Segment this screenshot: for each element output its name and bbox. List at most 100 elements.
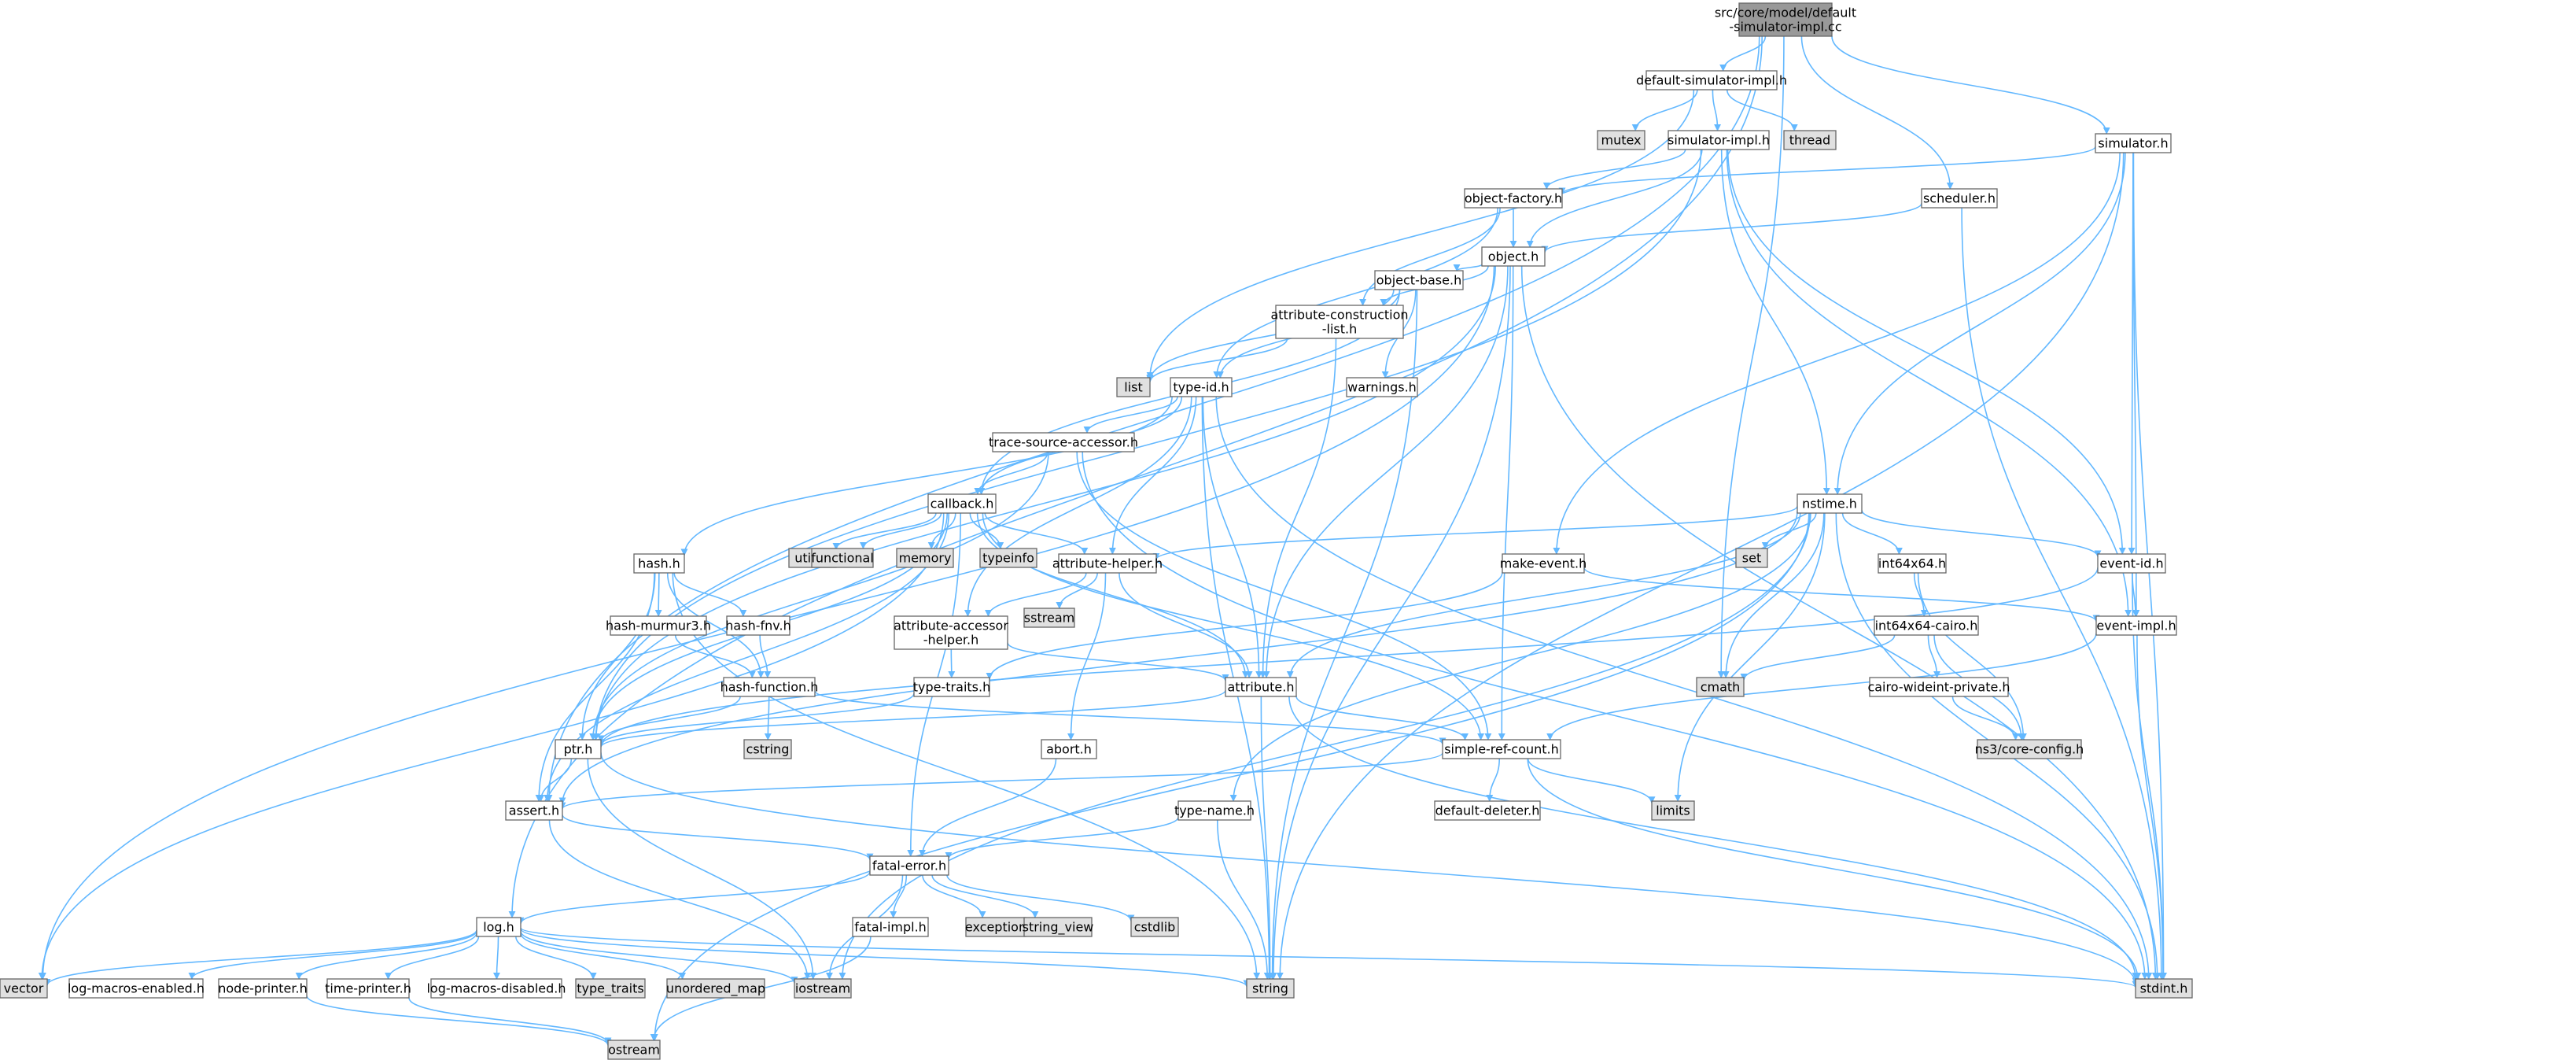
- node-label-ptr-h: ptr.h: [564, 742, 593, 757]
- node-box-simple-ref-count-h: [1442, 739, 1561, 759]
- edge-node-printer-h-to-ostream: [306, 995, 612, 1047]
- node-label-iostream: iostream: [795, 981, 850, 996]
- node-object-h[interactable]: object.h: [1481, 246, 1546, 267]
- node-box-fatal-impl-h: [852, 917, 929, 937]
- node-object-base-h[interactable]: object-base.h: [1374, 270, 1464, 290]
- edge-hash-h-to-hash-function-h: [666, 572, 765, 678]
- node-nstime-h[interactable]: nstime.h: [1797, 493, 1863, 514]
- node-box-cstring: [743, 739, 792, 759]
- node-default-deleter-h[interactable]: default-deleter.h: [1434, 800, 1541, 821]
- node-event-impl-h[interactable]: event-impl.h: [2095, 615, 2177, 636]
- node-type_traits: type_traits: [575, 978, 646, 999]
- node-abort-h[interactable]: abort.h: [1041, 739, 1097, 759]
- node-box-hash-h: [633, 553, 685, 574]
- node-label-limits: limits: [1656, 803, 1690, 818]
- node-node-printer-h[interactable]: node-printer.h: [218, 978, 308, 999]
- node-type-traits-h[interactable]: type-traits.h: [913, 677, 990, 697]
- node-object-factory-h[interactable]: object-factory.h: [1464, 188, 1563, 209]
- node-type-id-h[interactable]: type-id.h: [1170, 377, 1233, 397]
- node-time-printer-h[interactable]: time-printer.h: [325, 978, 411, 999]
- edge-log-h-to-log-macros-disabled-h: [492, 936, 500, 980]
- node-attribute-construction-list-h[interactable]: attribute-construction-list.h: [1270, 305, 1409, 339]
- node-simple-ref-count-h[interactable]: simple-ref-count.h: [1442, 739, 1561, 759]
- node-label-type-traits-h: type-traits.h: [913, 680, 990, 695]
- edge-attribute-h-to-stdint-h: [1288, 696, 2139, 980]
- edge-root-to-log-h: [508, 35, 1763, 918]
- node-attribute-h[interactable]: attribute.h: [1225, 677, 1297, 697]
- node-type-name-h[interactable]: type-name.h: [1174, 800, 1255, 821]
- node-label-unordered_map: unordered_map: [666, 981, 765, 997]
- node-log-macros-enabled-h[interactable]: log-macros-enabled.h: [68, 978, 205, 999]
- node-fatal-impl-h[interactable]: fatal-impl.h: [852, 917, 929, 937]
- node-box-time-printer-h: [326, 978, 410, 999]
- node-box-callback-h: [927, 493, 997, 514]
- node-box-simulator-impl-h: [1668, 130, 1770, 150]
- node-functional: functional: [811, 548, 874, 568]
- node-vector: vector: [0, 978, 48, 999]
- edge-object-factory-h-to-type-id-h: [1213, 207, 1498, 379]
- edge-object-h-to-attribute-h: [1262, 265, 1509, 678]
- node-label-type_traits: type_traits: [577, 981, 643, 997]
- node-cairo-wideint-private-h[interactable]: cairo-wideint-private.h: [1867, 677, 2010, 697]
- node-default-simulator-impl-h[interactable]: default-simulator-impl.h: [1636, 70, 1787, 90]
- node-label-mutex: mutex: [1601, 133, 1641, 148]
- edge-hash-fnv-h-to-hash-function-h: [759, 634, 772, 678]
- edge-log-h-to-vector: [43, 929, 477, 987]
- node-event-id-h[interactable]: event-id.h: [2097, 553, 2166, 574]
- edge-simulator-impl-h-to-event-impl-h: [1726, 149, 2132, 617]
- node-int64x64-cairo-h[interactable]: int64x64-cairo.h: [1874, 615, 1979, 636]
- edge-event-id-h-to-ptr-h: [597, 567, 2099, 748]
- edge-make-event-h-to-event-impl-h: [1583, 567, 2100, 622]
- node-box-type-traits-h: [913, 677, 990, 697]
- node-label-hash-fnv-h: hash-fnv.h: [725, 619, 790, 633]
- edge-log-h-to-type_traits: [515, 936, 597, 980]
- edge-simple-ref-count-h-to-default-deleter-h: [1486, 758, 1501, 802]
- node-label-make-event-h: make-event.h: [1500, 556, 1587, 571]
- node-box-nstime-h: [1797, 493, 1863, 514]
- node-box-cairo-wideint-private-h: [1869, 677, 2009, 697]
- node-label-attribute-construction-list-h: attribute-construction: [1270, 308, 1408, 323]
- node-label-int64x64-h: int64x64.h: [1878, 556, 1946, 571]
- node-make-event-h[interactable]: make-event.h: [1500, 553, 1587, 574]
- node-label-set: set: [1742, 551, 1761, 566]
- node-list: list: [1116, 377, 1151, 397]
- node-hash-h[interactable]: hash.h: [633, 553, 685, 574]
- edge-type-traits-h-to-ptr-h: [597, 693, 915, 747]
- edge-type-id-h-to-attribute-accessor-helper-h: [964, 396, 1192, 617]
- node-attribute-accessor-helper-h[interactable]: attribute-accessor-helper.h: [894, 615, 1008, 650]
- node-log-h[interactable]: log.h: [476, 917, 521, 937]
- node-hash-function-h[interactable]: hash-function.h: [720, 677, 819, 697]
- edge-root-to-cmath: [1717, 35, 1785, 678]
- node-label-hash-murmur3-h: hash-murmur3.h: [606, 619, 711, 633]
- node-label-callback-h: callback.h: [931, 497, 994, 512]
- node-root[interactable]: src/core/model/default-simulator-impl.cc: [1715, 2, 1856, 37]
- edge-default-simulator-impl-h-to-mutex: [1631, 89, 1698, 131]
- node-label-exception: exception: [965, 920, 1026, 935]
- node-hash-murmur3-h[interactable]: hash-murmur3.h: [606, 615, 711, 636]
- edge-log-h-to-stdint-h: [520, 927, 2139, 988]
- edge-layer: [38, 35, 2168, 1047]
- node-attribute-helper-h[interactable]: attribute-helper.h: [1052, 553, 1163, 574]
- node-log-macros-disabled-h[interactable]: log-macros-disabled.h: [426, 978, 566, 999]
- edge-attribute-helper-h-to-attribute-h: [1118, 572, 1253, 678]
- edge-scheduler-h-to-object-h: [1541, 202, 1922, 253]
- node-box-object-h: [1481, 246, 1546, 267]
- edge-log-h-to-log-macros-enabled-h: [188, 930, 477, 980]
- node-fatal-error-h[interactable]: fatal-error.h: [869, 855, 949, 876]
- node-box-scheduler-h: [1921, 188, 1998, 209]
- node-assert-h[interactable]: assert.h: [505, 800, 563, 821]
- node-label-node-printer-h: node-printer.h: [218, 981, 307, 996]
- node-int64x64-h[interactable]: int64x64.h: [1878, 553, 1947, 574]
- node-scheduler-h[interactable]: scheduler.h: [1921, 188, 1998, 209]
- node-label-attribute-accessor-helper-h: -helper.h: [923, 633, 979, 648]
- node-callback-h[interactable]: callback.h: [927, 493, 997, 514]
- node-box-event-impl-h: [2095, 615, 2177, 636]
- node-hash-fnv-h[interactable]: hash-fnv.h: [725, 615, 791, 636]
- node-simulator-h[interactable]: simulator.h: [2095, 133, 2172, 153]
- node-box-thread: [1783, 130, 1837, 150]
- node-box-node-printer-h: [218, 978, 308, 999]
- node-ptr-h[interactable]: ptr.h: [555, 739, 602, 759]
- node-trace-source-accessor-h[interactable]: trace-source-accessor.h: [989, 432, 1138, 452]
- node-simulator-impl-h[interactable]: simulator-impl.h: [1668, 130, 1770, 150]
- node-warnings-h[interactable]: warnings.h: [1346, 377, 1418, 397]
